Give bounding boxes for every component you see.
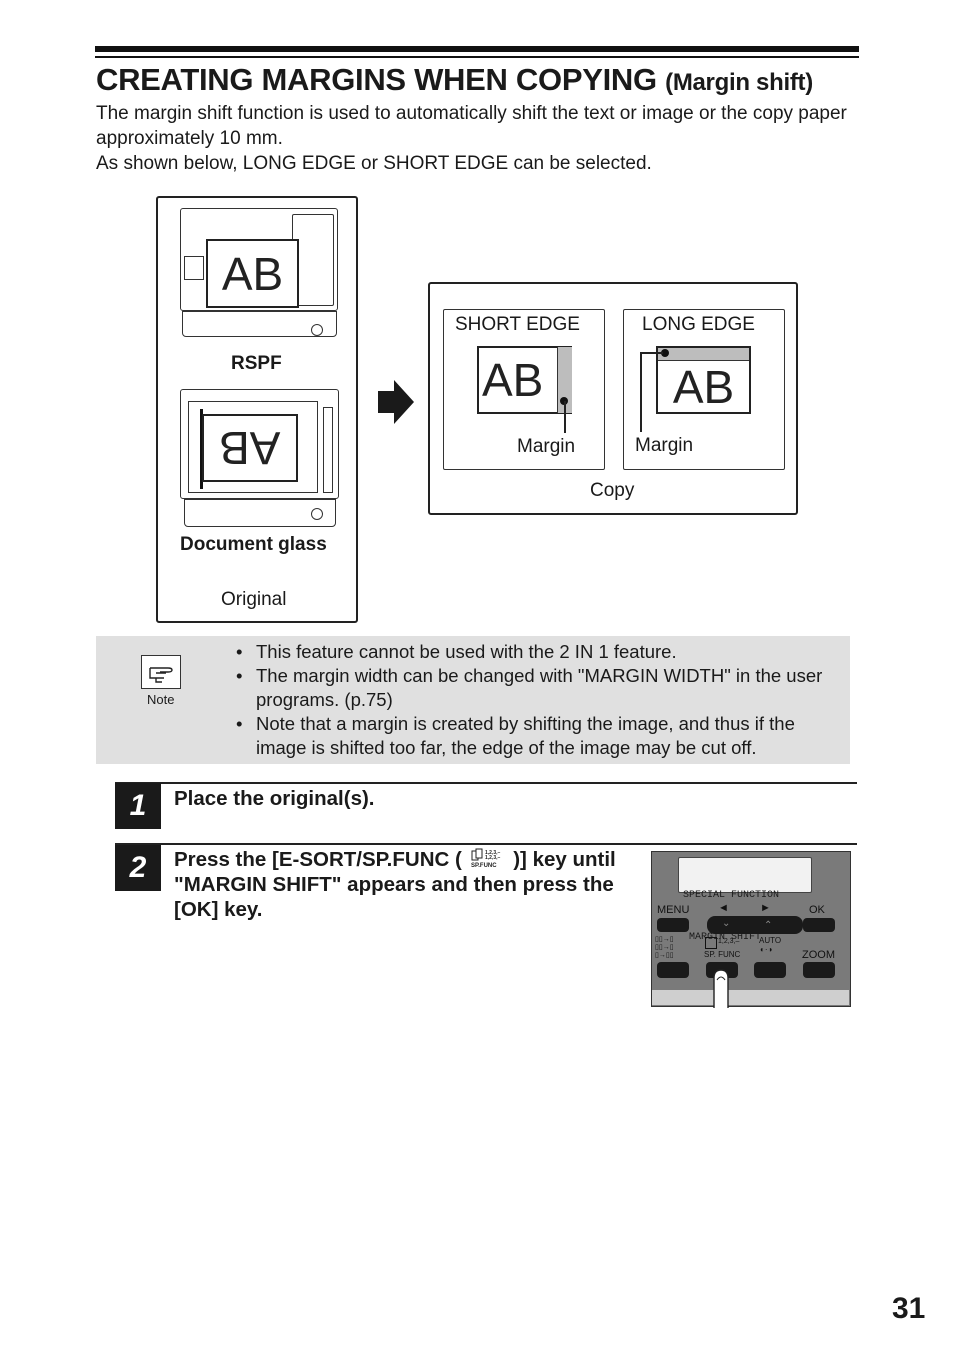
short-edge-sheet: AB (477, 346, 572, 414)
glass-base (184, 499, 336, 527)
rspf-dial (311, 324, 323, 336)
chevron-down-icon: ⌄ (722, 918, 731, 929)
glass-illustration: AB (180, 389, 340, 529)
glass-guide (200, 409, 203, 489)
spfunc-inline-icon: 1,2,3,– 1,2,3,– SP.FUNC (468, 848, 508, 870)
menu-label: MENU (657, 904, 690, 916)
note-item: The margin width can be changed with "MA… (234, 664, 846, 712)
intro-line-2: As shown below, LONG EDGE or SHORT EDGE … (96, 153, 652, 174)
left-arrow-label: ◄ (718, 902, 729, 914)
step-1-text: Place the original(s). (174, 787, 375, 810)
long-edge-margin-dot (661, 349, 669, 357)
zoom-label: ZOOM (802, 949, 835, 961)
duplex-icons: ▯▯→▯▯▯→▯▯→▯▯ (655, 936, 674, 959)
auto-label: AUTO (759, 936, 782, 945)
zoom-key[interactable] (803, 962, 835, 978)
header-rule-thin (95, 56, 859, 58)
panel-display: SPECIAL FUNCTION MARGIN SHIFT (678, 857, 812, 943)
copy-box (428, 282, 798, 515)
rspf-ab-text: AB (221, 247, 284, 300)
note-item: Note that a margin is created by shiftin… (234, 712, 846, 760)
note-list: This feature cannot be used with the 2 I… (234, 640, 846, 760)
header-rule-thick (95, 46, 859, 52)
copy-label: Copy (590, 480, 635, 501)
document-glass-label: Document glass (180, 534, 327, 555)
step-2-text-start: Press the [E-SORT/SP.FUNC ( (174, 848, 462, 871)
rspf-label: RSPF (231, 353, 282, 374)
long-edge-ab-text: AB (672, 361, 735, 413)
glass-dial (311, 508, 323, 520)
long-edge-label: LONG EDGE (642, 314, 755, 335)
long-edge-margin-leader (640, 352, 663, 354)
panel-bottom-strip (652, 990, 849, 1005)
spfunc-pages-icon (705, 937, 717, 949)
rspf-slot (184, 256, 204, 280)
intro-line-1: The margin shift function is used to aut… (96, 103, 847, 149)
menu-key[interactable] (657, 918, 689, 932)
chevron-up-icon: ⌃ (764, 920, 773, 931)
note-item: This feature cannot be used with the 2 I… (234, 640, 846, 664)
rspf-original-sheet: AB (206, 239, 299, 308)
right-arrow-label: ► (760, 902, 771, 914)
short-edge-ab-text: AB (482, 354, 544, 406)
finger-press-icon (713, 969, 729, 1008)
original-label: Original (221, 589, 287, 610)
step-2-number: 2 (115, 845, 161, 891)
intro-text: The margin shift function is used to aut… (96, 101, 866, 176)
short-edge-margin-strip (557, 347, 572, 413)
step-2-rule (115, 843, 857, 845)
glass-scale (323, 407, 333, 493)
step-1-rule (115, 782, 857, 784)
spfunc-label: SP. FUNC (704, 950, 741, 959)
duplex-key[interactable] (657, 962, 689, 978)
glass-original-sheet: AB (202, 414, 298, 482)
exposure-icon: ◐·◑ (760, 945, 773, 954)
rspf-illustration: AB (180, 208, 340, 338)
svg-text:SP.FUNC: SP.FUNC (471, 863, 497, 869)
step-2-text-end: )] key until "MARGIN SHIFT" appears and … (174, 848, 616, 921)
title-subtitle: (Margin shift) (665, 69, 813, 96)
note-icon-label: Note (147, 692, 175, 707)
arrow-key-bar[interactable] (707, 916, 803, 934)
note-icon (141, 655, 181, 689)
exposure-key[interactable] (754, 962, 786, 978)
display-line-1: SPECIAL FUNCTION (683, 890, 780, 901)
arrow-right-icon (378, 380, 414, 424)
original-box (156, 196, 358, 623)
spfunc-key-icon: 1,2,3,– 1,2,3,– SP.FUNC (471, 848, 501, 869)
svg-text:1,2,3,–: 1,2,3,– (485, 850, 501, 856)
step-2-text: Press the [E-SORT/SP.FUNC ( 1,2,3,– 1,2,… (174, 847, 619, 922)
short-edge-margin-label: Margin (517, 436, 576, 457)
long-edge-box (623, 309, 785, 470)
step-1-number: 1 (115, 783, 161, 829)
glass-ab-text: AB (219, 422, 281, 474)
short-edge-label: SHORT EDGE (455, 314, 580, 335)
long-edge-margin-strip (658, 348, 749, 361)
spfunc-icon-text: 1,2,3,– (718, 938, 740, 945)
pointing-hand-icon (149, 667, 173, 683)
short-edge-margin-leader (564, 401, 566, 433)
title-main: CREATING MARGINS WHEN COPYING (96, 62, 657, 97)
page-title: CREATING MARGINS WHEN COPYING (Margin sh… (96, 62, 813, 98)
ok-key[interactable] (803, 918, 835, 932)
control-panel: SPECIAL FUNCTION MARGIN SHIFT MENU ◄ ► ⌄… (651, 851, 851, 1008)
svg-text:1,2,3,–: 1,2,3,– (485, 855, 501, 861)
long-edge-margin-label: Margin (635, 435, 694, 456)
ok-label: OK (809, 904, 825, 916)
glass-platen (188, 401, 318, 493)
long-edge-margin-leader-v (640, 352, 642, 432)
page-number: 31 (892, 1292, 926, 1325)
